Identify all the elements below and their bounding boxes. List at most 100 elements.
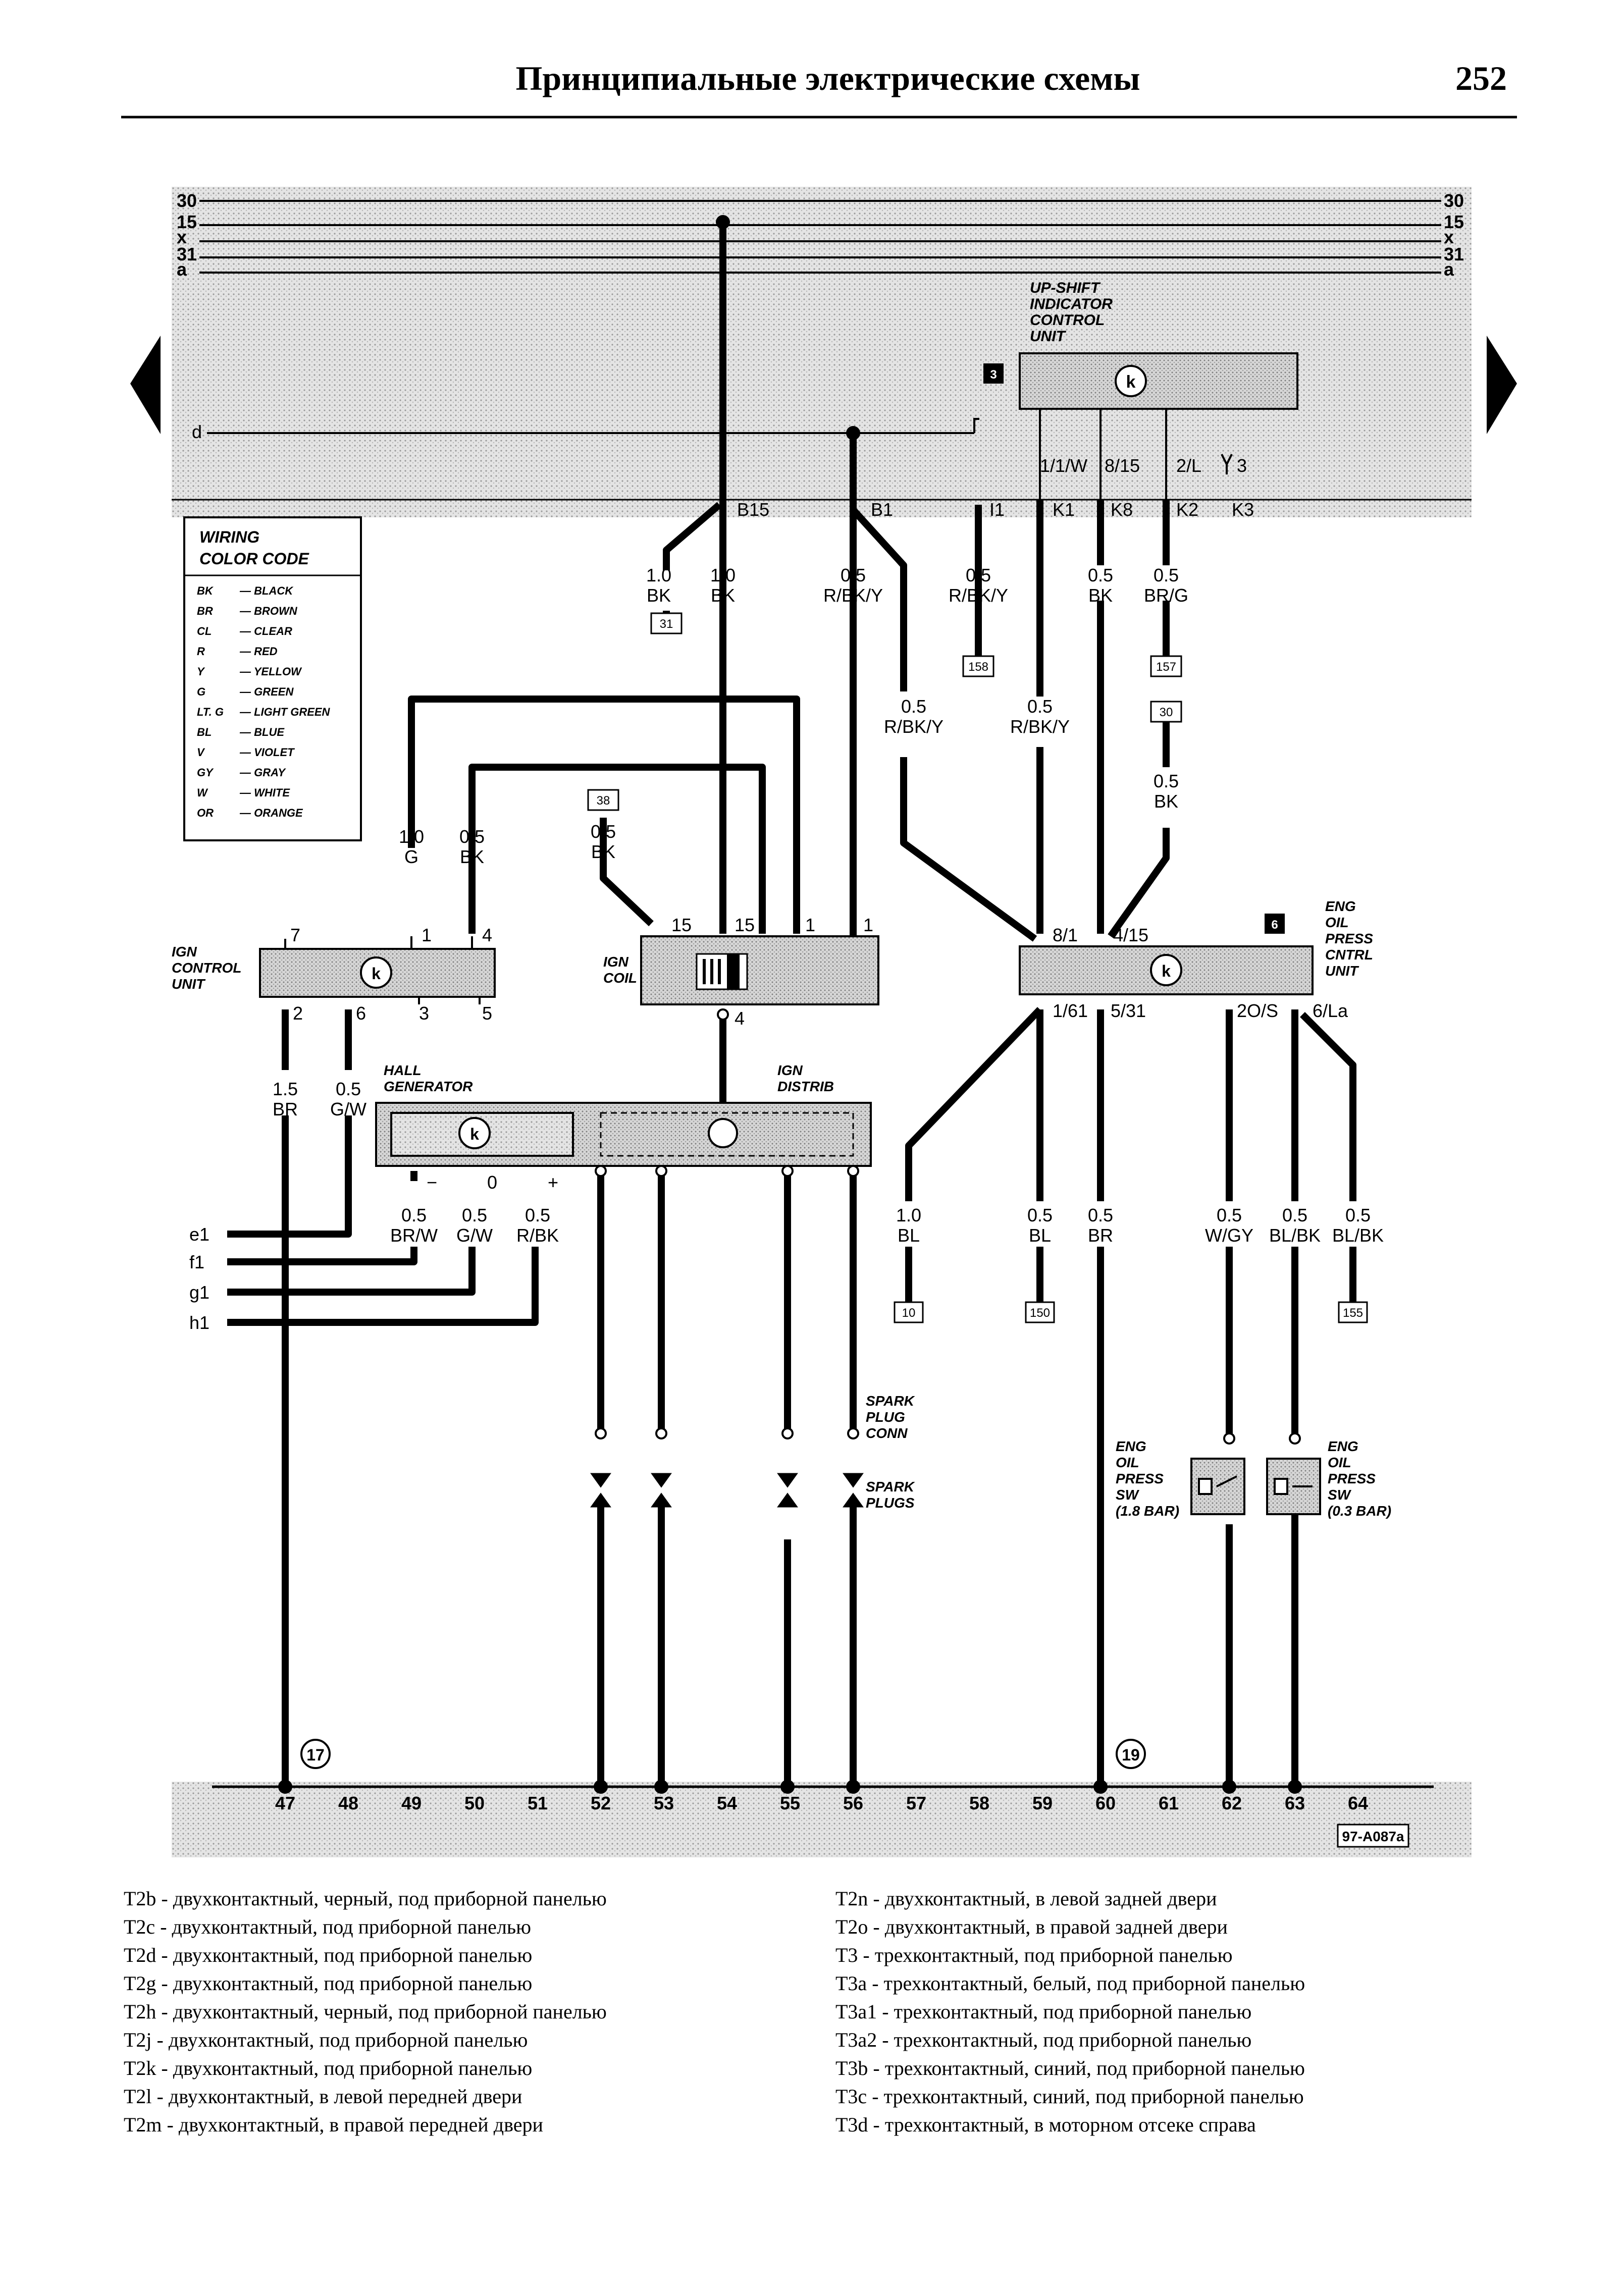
wire-30-color: BK — [1154, 791, 1178, 812]
relay-panel-shading — [172, 187, 1472, 517]
color-code-name: — YELLOW — [239, 665, 302, 678]
ref-tag-30: 30 — [1160, 706, 1173, 719]
wire-mid1-color: R/BK/Y — [884, 716, 944, 737]
ground-marker-17-label: 17 — [306, 1746, 325, 1764]
svg-text:3: 3 — [1237, 455, 1247, 476]
bus-label-15-right: 15 — [1444, 211, 1464, 232]
svg-text:IGN: IGN — [777, 1062, 803, 1078]
legend-left-item: T2g - двухконтактный, под приборной пане… — [124, 1972, 532, 1995]
wire-mid2-size: 0.5 — [1027, 696, 1053, 717]
color-code-abbr: BR — [197, 605, 213, 617]
bus-label-15-left: 15 — [177, 211, 197, 232]
ign-coil[interactable] — [640, 935, 879, 1005]
hall-electronic-icon — [458, 1117, 491, 1149]
color-code-abbr: W — [197, 786, 208, 799]
ref-tag-38: 38 — [597, 794, 610, 808]
svg-text:k: k — [1162, 962, 1171, 980]
ign-coil-label: IGN COIL — [603, 954, 637, 986]
ign-control-unit-label: IGN CONTROL UNIT — [172, 944, 241, 992]
svg-text:PLUGS: PLUGS — [866, 1495, 915, 1511]
legend-right-item: T3a2 - трехконтактный, под приборной пан… — [835, 2028, 1251, 2051]
ign-pin-5: 5 — [482, 1003, 492, 1024]
color-code-abbr: G — [197, 685, 205, 698]
reference-tags[interactable] — [587, 612, 1368, 1323]
legend-right-item: T3a1 - трехконтактный, под приборной пан… — [835, 2000, 1251, 2023]
upshift-badge — [983, 363, 1004, 384]
spark-plugs-label: SPARK PLUGS — [866, 1479, 915, 1511]
wire-mid1-size: 0.5 — [901, 696, 926, 717]
wiring-color-code-box — [183, 516, 362, 841]
ground-marker-17[interactable] — [300, 1739, 331, 1769]
legend-right-item: T3b - трехконтактный, синий, под приборн… — [835, 2057, 1305, 2079]
oil-switch-18-label: ENG OIL PRESS SW (1.8 BAR) — [1116, 1438, 1179, 1519]
legend-left-column: T2b - двухконтактный, черный, под прибор… — [124, 1887, 607, 2136]
legend-left-item: T2c - двухконтактный, под приборной пане… — [124, 1915, 531, 1938]
wire-10bk-size: 1.0 — [646, 565, 671, 585]
legend-right-item: T3d - трехконтактный, в моторном отсеке … — [835, 2113, 1256, 2136]
bus-label-a-right: a — [1444, 259, 1454, 280]
svg-text:SPARK: SPARK — [866, 1479, 915, 1494]
svg-text:ENG: ENG — [1328, 1438, 1358, 1454]
wire-05br-color: BR — [1088, 1225, 1113, 1246]
ground-strip-number: 61 — [1159, 1793, 1179, 1813]
svg-text:CONTROL: CONTROL — [172, 960, 241, 976]
wire-05wgy-size: 0.5 — [1217, 1205, 1242, 1225]
wire-15br-size: 1.5 — [273, 1079, 298, 1099]
bus-label-30-right: 30 — [1444, 190, 1464, 211]
svg-text:UNIT: UNIT — [172, 976, 206, 992]
svg-text:(0.3 BAR): (0.3 BAR) — [1328, 1503, 1391, 1519]
legend-left-item: T2j - двухконтактный, под приборной пане… — [124, 2028, 528, 2051]
figure-code-box — [1337, 1824, 1409, 1848]
ref-tag-157: 157 — [1156, 660, 1176, 674]
connector-K1: K1 — [1053, 499, 1075, 520]
svg-text:PLUG: PLUG — [866, 1409, 905, 1425]
wire-k2-color: BR/G — [1144, 585, 1188, 606]
svg-text:HALL: HALL — [384, 1062, 422, 1078]
oil-pin-4-15: 4/15 — [1113, 925, 1148, 945]
ground-marker-19[interactable] — [1116, 1739, 1146, 1769]
wire-05bk4-color: BK — [460, 846, 484, 867]
figure-code: 97-A087a — [1342, 1829, 1404, 1844]
wire-05blbk1-color: BL/BK — [1269, 1225, 1321, 1246]
ground-strip-shading — [172, 1782, 1472, 1857]
wire-k8-color: BK — [1088, 585, 1113, 606]
color-code-abbr: BL — [197, 726, 212, 738]
ground-strip-number: 55 — [780, 1793, 800, 1813]
bus-label-x-right: x — [1444, 227, 1454, 247]
color-code-name: — CLEAR — [239, 625, 292, 637]
next-page-arrow-icon[interactable] — [1487, 336, 1517, 434]
distributor-rotor-icon — [708, 1118, 738, 1148]
oil-cntrl-electronic-icon — [1150, 954, 1182, 986]
legend-right-item: T2o - двухконтактный, в правой задней дв… — [835, 1915, 1228, 1938]
oil-pin-8-1: 8/1 — [1053, 925, 1078, 945]
svg-text:1/1/W: 1/1/W — [1040, 455, 1087, 476]
ground-marker-19-label: 19 — [1122, 1746, 1140, 1764]
wire-05bk4-size: 0.5 — [459, 826, 485, 847]
coil-pin-1b: 1 — [863, 915, 873, 935]
color-code-abbr: R — [197, 645, 205, 658]
svg-text:PRESS: PRESS — [1328, 1471, 1376, 1486]
wire-05rbk-color: R/BK — [516, 1225, 559, 1246]
ground-strip-number: 47 — [275, 1793, 295, 1813]
ground-strip-number: 51 — [528, 1793, 548, 1813]
svg-text:GENERATOR: GENERATOR — [384, 1079, 473, 1094]
heavy-wires — [227, 222, 1356, 1787]
ign-distributor[interactable] — [600, 1112, 854, 1157]
connector-K2: K2 — [1176, 499, 1198, 520]
coil-pin-4: 4 — [735, 1008, 745, 1029]
svg-text:k: k — [470, 1125, 479, 1143]
svg-text:OIL: OIL — [1328, 1455, 1351, 1470]
spark-plug-icons — [590, 1427, 864, 1508]
upshift-control-unit[interactable] — [1019, 352, 1298, 410]
ground-strip-number: 58 — [969, 1793, 989, 1813]
connector-I1: I1 — [989, 499, 1005, 520]
oil-cntrl-badge — [1265, 914, 1285, 934]
coil-pin-15b: 15 — [735, 915, 755, 935]
prev-page-arrow-icon[interactable] — [130, 336, 161, 434]
hall-pin-0: 0 — [487, 1172, 497, 1193]
ref-g1: g1 — [189, 1282, 209, 1303]
ground-strip-number: 60 — [1095, 1793, 1116, 1813]
